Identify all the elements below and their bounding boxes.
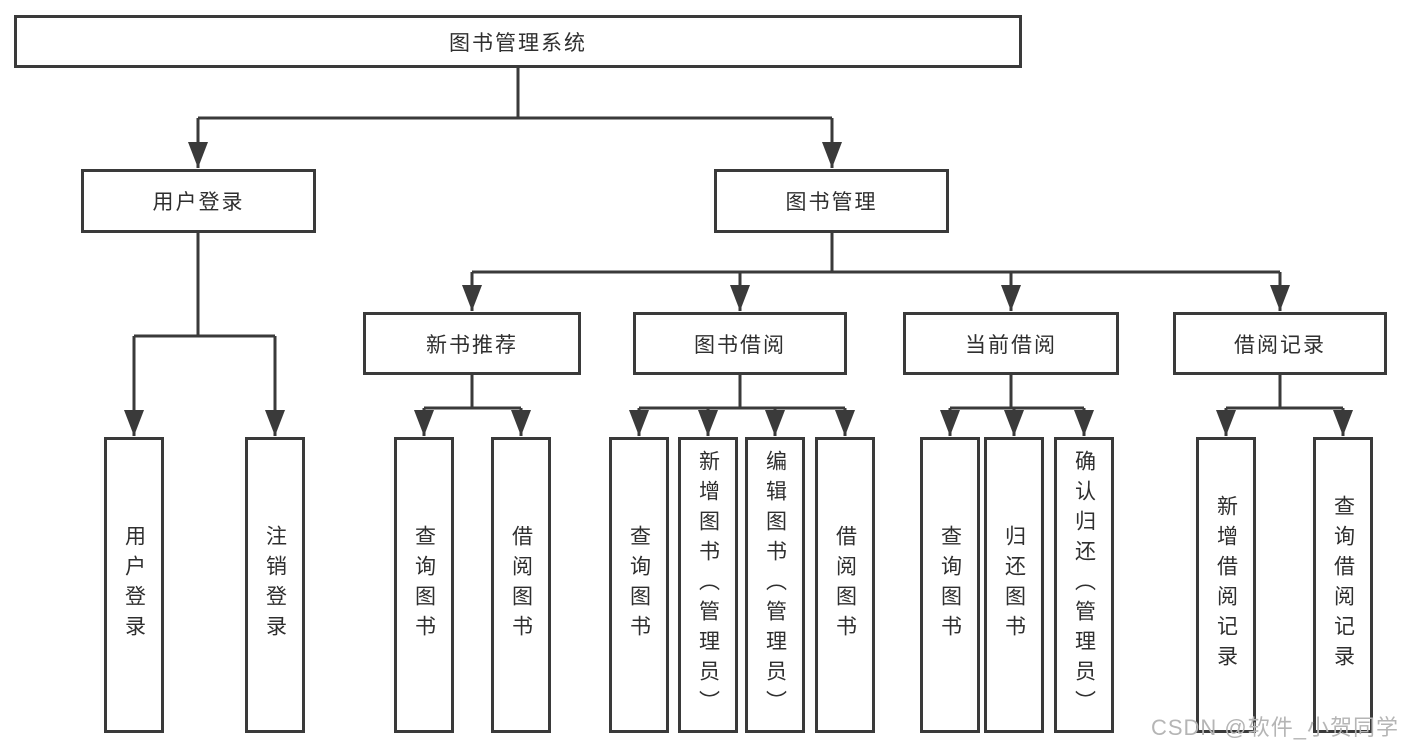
leaf-query-book: 查询图书	[609, 437, 669, 733]
leaf-return-book: 归还图书	[984, 437, 1044, 733]
connector-userlogin-branch	[134, 233, 275, 338]
leaf-label: 新增图书（管理员）	[696, 450, 720, 720]
leaf-label: 归还图书	[1002, 525, 1026, 645]
node-current-borrow: 当前借阅	[903, 312, 1119, 375]
node-book-management: 图书管理	[714, 169, 949, 233]
node-root-label: 图书管理系统	[449, 31, 587, 55]
node-book-management-label: 图书管理	[785, 191, 878, 214]
leaf-label: 借阅图书	[509, 525, 533, 645]
leaf-label: 确认归还（管理员）	[1072, 450, 1096, 720]
node-user-login-label: 用户登录	[152, 191, 245, 214]
connector-bookmgmt-branch	[472, 233, 1280, 274]
leaf-label: 编辑图书（管理员）	[763, 450, 787, 720]
connector-borrowrecord-branch	[1226, 375, 1343, 410]
leaf-label: 借阅图书	[833, 525, 857, 645]
leaf-label: 查询借阅记录	[1331, 495, 1355, 675]
connector-bookborrow-branch	[639, 375, 845, 410]
node-new-book-recommend-label: 新书推荐	[426, 333, 518, 357]
leaf-logout: 注销登录	[245, 437, 305, 733]
connector-currentborrow-branch	[950, 375, 1084, 410]
node-borrow-record-label: 借阅记录	[1234, 333, 1326, 357]
node-new-book-recommend: 新书推荐	[363, 312, 581, 375]
leaf-add-book-admin: 新增图书（管理员）	[678, 437, 738, 733]
leaf-borrow-book: 借阅图书	[815, 437, 875, 733]
leaf-add-borrow-record: 新增借阅记录	[1196, 437, 1256, 733]
node-current-borrow-label: 当前借阅	[965, 333, 1057, 357]
leaf-label: 查询图书	[412, 525, 436, 645]
connector-newbook-branch	[424, 375, 521, 410]
leaf-confirm-return-admin: 确认归还（管理员）	[1054, 437, 1114, 733]
leaf-label: 查询图书	[938, 525, 962, 645]
node-root: 图书管理系统	[14, 15, 1022, 68]
node-borrow-record: 借阅记录	[1173, 312, 1387, 375]
node-book-borrow-label: 图书借阅	[694, 333, 786, 357]
leaf-label: 查询图书	[627, 525, 651, 645]
leaf-user-login: 用户登录	[104, 437, 164, 733]
leaf-query-current: 查询图书	[920, 437, 980, 733]
connector-root-branch	[198, 68, 832, 120]
csdn-watermark: CSDN @软件_小贺同学	[1150, 715, 1399, 740]
leaf-label: 新增借阅记录	[1214, 495, 1238, 675]
leaf-borrow-book-recommend: 借阅图书	[491, 437, 551, 733]
node-book-borrow: 图书借阅	[633, 312, 847, 375]
leaf-label: 用户登录	[122, 525, 146, 645]
leaf-query-book-recommend: 查询图书	[394, 437, 454, 733]
node-user-login: 用户登录	[81, 169, 316, 233]
leaf-label: 注销登录	[263, 525, 287, 645]
leaf-query-borrow-record: 查询借阅记录	[1313, 437, 1373, 733]
leaf-edit-book-admin: 编辑图书（管理员）	[745, 437, 805, 733]
